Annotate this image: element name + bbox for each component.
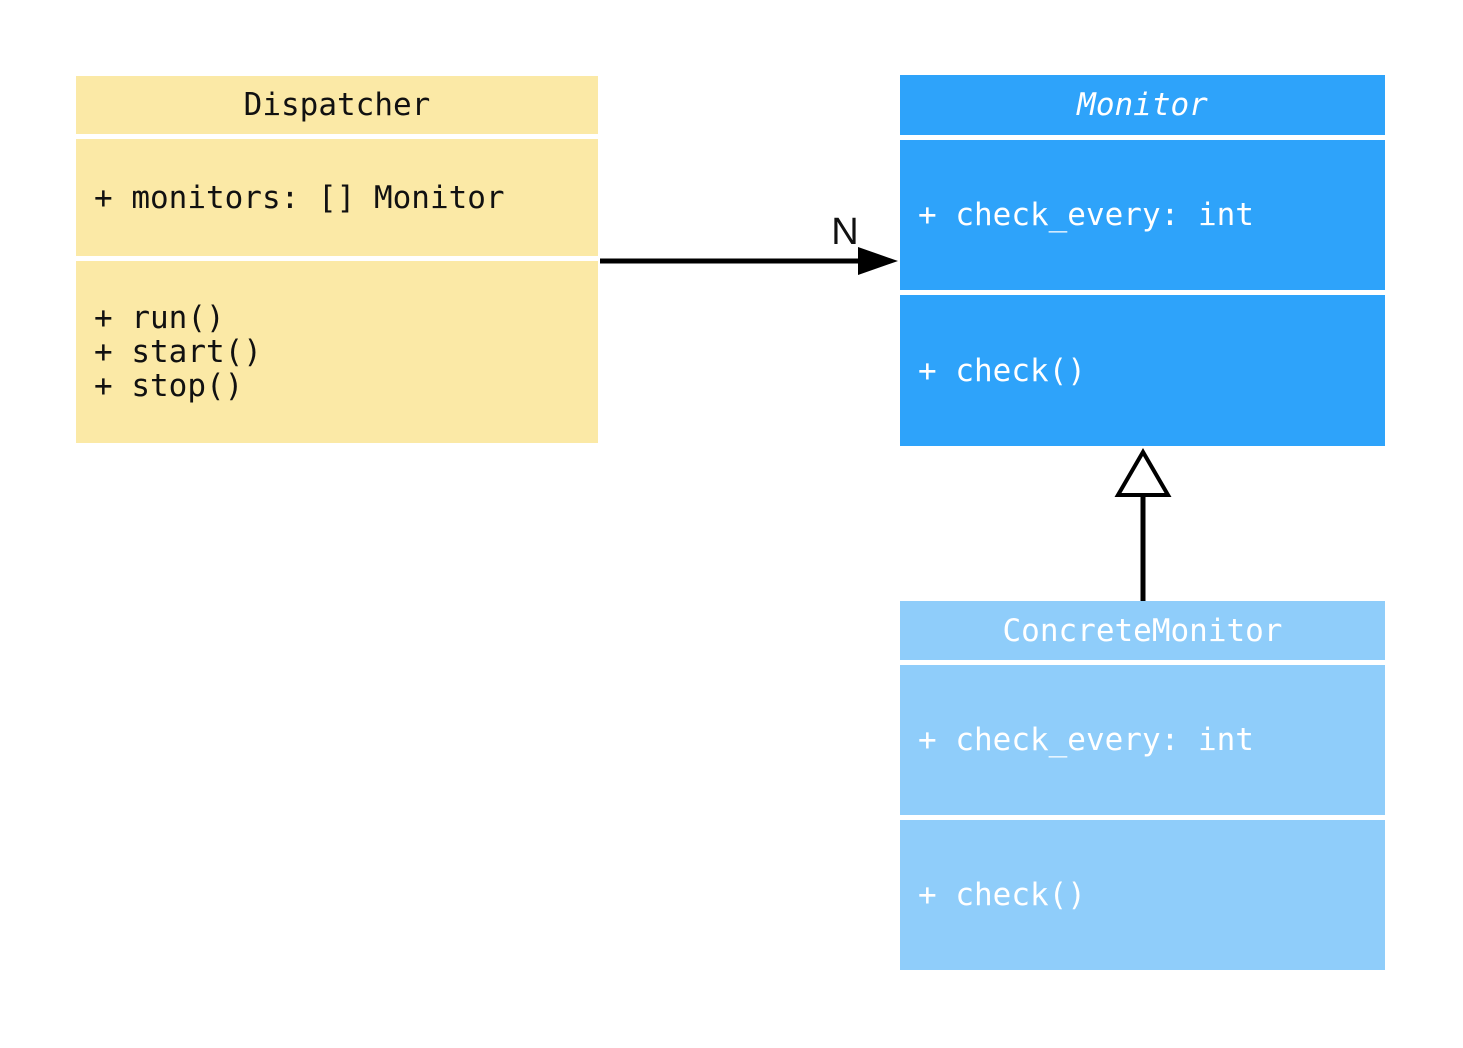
class-box-dispatcher: Dispatcher + monitors: [] Monitor + run(… <box>76 76 598 443</box>
class-title: Dispatcher <box>243 87 431 123</box>
class-title: Monitor <box>1077 87 1208 123</box>
attribute-item: + check_every: int <box>918 197 1254 233</box>
class-methods-dispatcher: + run() + start() + stop() <box>76 261 598 443</box>
multiplicity-label: N <box>831 211 858 253</box>
class-box-monitor: Monitor + check_every: int + check() <box>900 75 1385 446</box>
class-methods-monitor: + check() <box>900 295 1385 446</box>
inheritance-concretemonitor-to-monitor <box>1114 448 1172 601</box>
class-header-concretemonitor: ConcreteMonitor <box>900 601 1385 660</box>
attribute-item: + monitors: [] Monitor <box>94 179 505 216</box>
method-item: + check() <box>918 877 1086 913</box>
class-box-concretemonitor: ConcreteMonitor + check_every: int + che… <box>900 601 1385 970</box>
class-attributes-monitor: + check_every: int <box>900 140 1385 290</box>
method-item: + stop() <box>94 368 244 404</box>
method-item: + run() <box>94 300 225 336</box>
method-item: + check() <box>918 352 1086 389</box>
class-attributes-dispatcher: + monitors: [] Monitor <box>76 139 598 256</box>
class-methods-concretemonitor: + check() <box>900 820 1385 970</box>
association-dispatcher-to-monitor: N <box>600 211 898 275</box>
attribute-item: + check_every: int <box>918 722 1254 758</box>
class-header-monitor: Monitor <box>900 75 1385 135</box>
class-title: ConcreteMonitor <box>1002 612 1283 649</box>
class-attributes-concretemonitor: + check_every: int <box>900 665 1385 815</box>
inheritance-triangle-icon <box>1114 448 1172 497</box>
class-header-dispatcher: Dispatcher <box>76 76 598 134</box>
method-item: + start() <box>94 334 262 370</box>
association-arrowhead-icon <box>858 247 898 275</box>
